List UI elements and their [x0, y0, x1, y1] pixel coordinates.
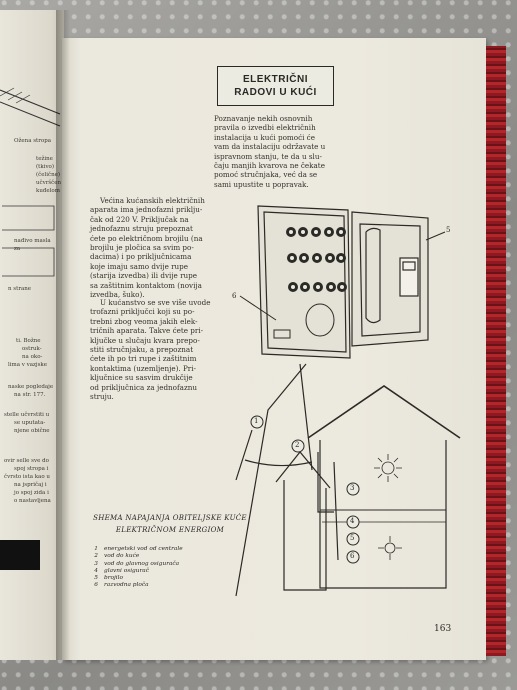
house-callout-circles	[250, 415, 360, 564]
intro-paragraph: Poznavanje nekih osnovnih pravila o izve…	[214, 114, 326, 189]
left-fragment: jo spoj zida i	[14, 490, 49, 496]
body-paragraph-1: Većina kućanskih električnih aparata ima…	[90, 196, 205, 300]
chapter-title-line-2: RADOVI U KUĆI	[234, 87, 317, 98]
left-fragment: ostruk-	[22, 346, 42, 352]
left-fragment: stelle učvrstiti u	[4, 412, 50, 418]
panel-callout-5: 5	[446, 226, 451, 234]
chapter-title-line-1: ELEKTRIČNI	[243, 74, 308, 85]
left-page-diagram	[0, 87, 61, 570]
left-fragment: nađivo masla	[14, 238, 51, 244]
body-paragraph-2: U kućanstvo se sve više uvode trofazni p…	[90, 298, 211, 402]
left-page: Ožena stropa težine (tkivo) (čelične) uč…	[0, 10, 64, 660]
ceiling-lamps	[374, 454, 402, 560]
panel-callout-6: 6	[232, 292, 237, 300]
left-fragment: se uputata-	[14, 420, 46, 426]
chapter-title: ELEKTRIČNI RADOVI U KUĆI	[217, 66, 334, 106]
left-fragment: ovir selle sve do	[4, 458, 49, 464]
left-fragment: n strane	[8, 286, 32, 292]
left-fragment: o nastavljena	[14, 498, 51, 504]
house-callout-6: 6	[350, 552, 355, 560]
left-fragment: učvrščen	[36, 180, 62, 186]
left-fragment: na jspričaj i	[14, 482, 47, 488]
left-fragment: za	[14, 246, 21, 252]
left-fragment: njene obične	[14, 428, 50, 434]
book-cover-edge	[486, 46, 506, 656]
house-callout-1: 1	[254, 417, 259, 425]
left-fragment: ti. Božne	[16, 338, 41, 344]
page-number: 163	[434, 624, 452, 634]
left-fragment: (tkivo)	[36, 164, 55, 170]
left-fragment: na oko-	[22, 354, 43, 360]
house-callout-4: 4	[350, 517, 355, 525]
house-callout-5: 5	[350, 534, 355, 542]
book-gutter	[56, 10, 70, 660]
figure-caption: SHEMA NAPAJANJA OBITELJSKE KUĆE ELEKTRIČ…	[93, 514, 247, 534]
left-fragment: na str. 177.	[14, 392, 46, 398]
left-fragment: Ožena stropa	[14, 138, 52, 144]
left-fragment: spoj stropa i	[14, 466, 49, 472]
house-callout-2: 2	[295, 441, 300, 449]
left-fragment: lima v vazjske	[8, 362, 48, 368]
left-fragment: težine	[36, 156, 53, 162]
left-fragment: kuđelom	[36, 188, 60, 194]
left-fragment: čvrsto ista kao u	[4, 474, 50, 480]
left-fragment: naske pogledaje	[8, 384, 54, 390]
house-callout-3: 3	[350, 484, 355, 492]
left-fragment: (čelične)	[36, 172, 61, 178]
